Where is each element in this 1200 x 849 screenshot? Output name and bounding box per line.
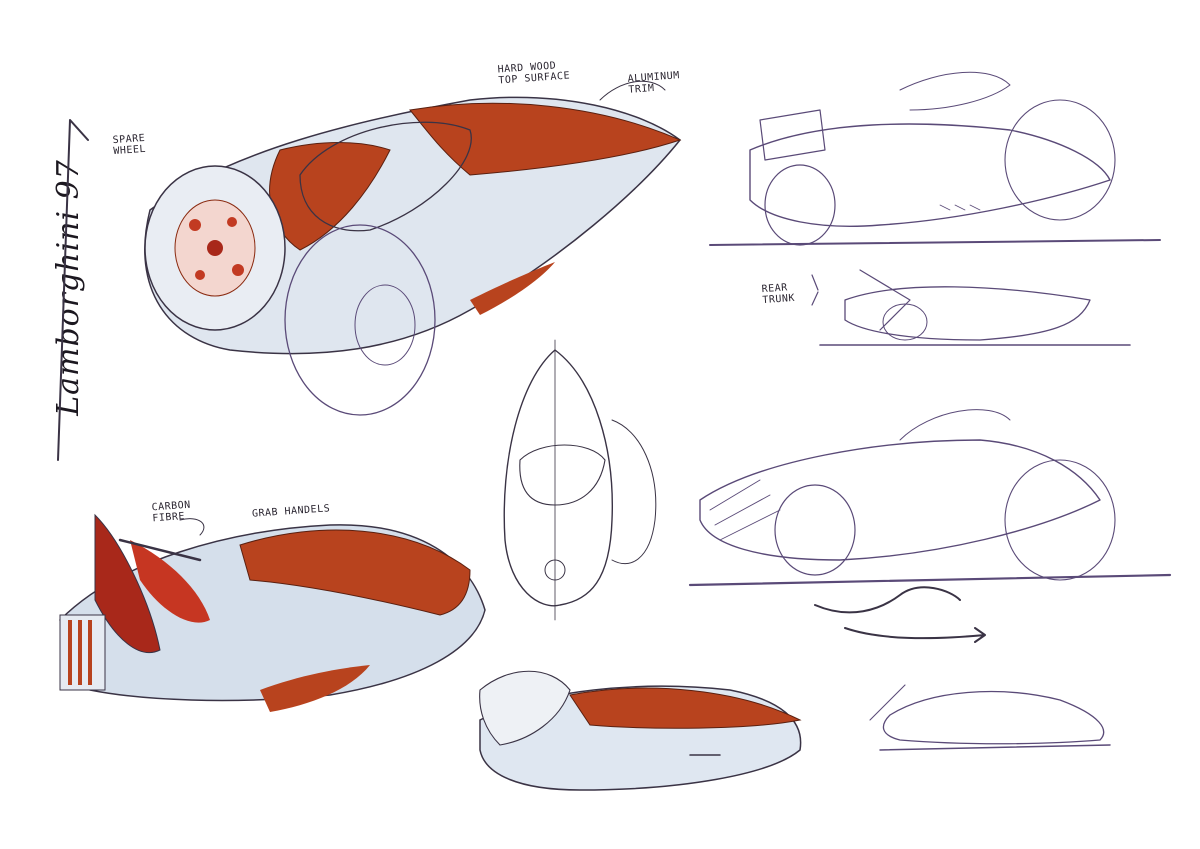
motorcycle-sidecar-sketch-mid (688, 409, 1172, 587)
motorcycle-sidecar-sketch-top (709, 71, 1161, 246)
flow-arrows (814, 586, 986, 643)
sidecar-render-small (479, 670, 802, 791)
front-view-sketch (503, 339, 657, 621)
sidecar-sketch-small (869, 684, 1111, 751)
sidecar-render-large (59, 513, 486, 712)
sidecar-sketch-main (144, 80, 682, 416)
rear-trunk-sketch (811, 269, 1131, 346)
